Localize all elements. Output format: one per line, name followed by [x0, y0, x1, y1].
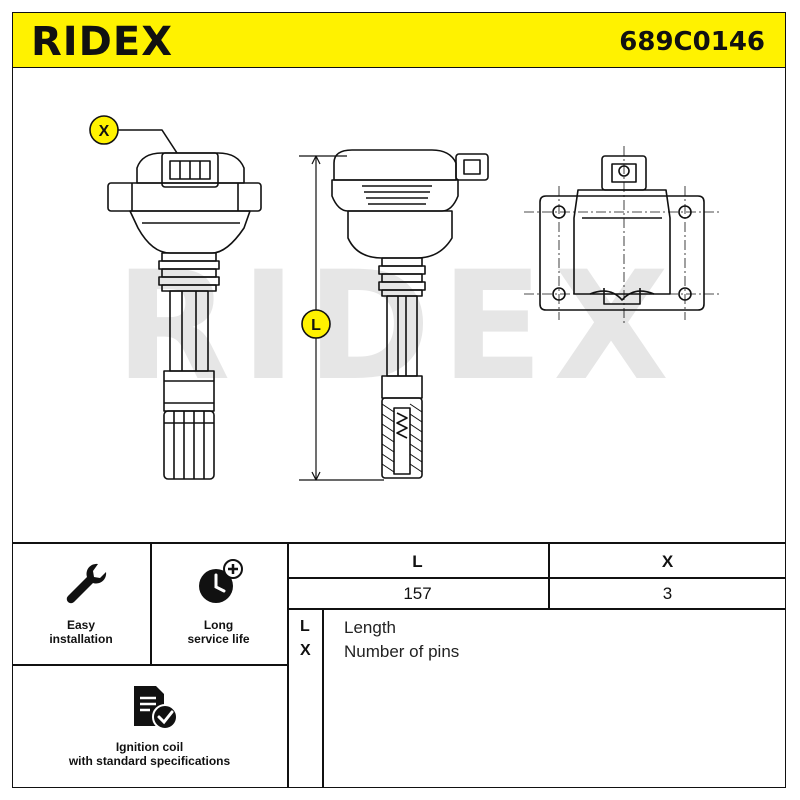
callout-x-badge: X [89, 115, 119, 145]
coil-front-view [107, 152, 262, 480]
centerlines [524, 146, 722, 324]
feature-easy-installation: Easy installation [49, 618, 113, 646]
feature-divider-v1 [150, 542, 152, 664]
legend-desc-x: Number of pins [344, 642, 460, 661]
table-header-l: L [412, 552, 423, 571]
table-header-x: X [661, 552, 674, 571]
table-col-divider [548, 542, 550, 608]
tip-hatching [381, 403, 423, 473]
svg-text:X: X [99, 123, 110, 140]
document-check-icon [134, 686, 178, 730]
table-value-l: 157 [403, 584, 432, 603]
legend-key-l: L [300, 618, 310, 635]
table-row-divider [287, 608, 786, 610]
feature-standard-specifications: Ignition coil with standard specificatio… [68, 740, 231, 768]
header-bar: RIDEX 689C0146 [12, 12, 786, 68]
wrench-icon [66, 563, 107, 604]
svg-text:L: L [311, 317, 321, 334]
part-number: 689C0146 [619, 27, 765, 57]
clock-plus-icon [199, 559, 243, 603]
legend-divider [322, 608, 324, 788]
table-value-x: 3 [662, 584, 673, 603]
legend-desc-l: Length [344, 618, 396, 637]
coil-side-view [331, 149, 489, 479]
legend-key-x: X [300, 642, 311, 659]
feature-divider-h [12, 664, 287, 666]
feature-long-service-life: Long service life [187, 618, 250, 646]
feature-divider-v2 [287, 542, 289, 788]
table-header-divider [287, 577, 786, 579]
section-divider [12, 542, 786, 544]
technical-drawing: RIDEX [89, 115, 722, 481]
brand-logo: RIDEX [31, 19, 174, 65]
callout-x-leader [118, 129, 178, 154]
callout-l-badge: L [301, 309, 331, 339]
